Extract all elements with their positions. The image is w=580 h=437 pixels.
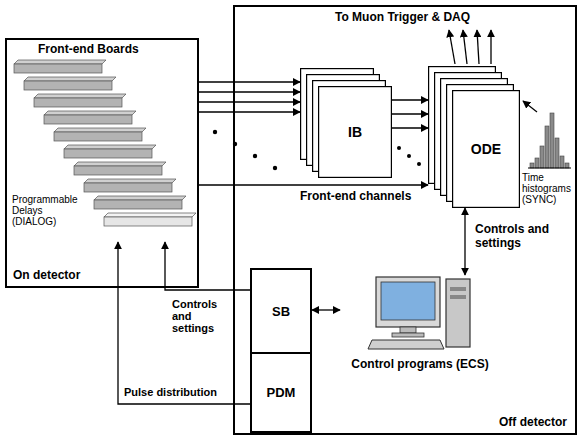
edge-label: Controls and settings (172, 298, 230, 334)
board-stack-node: Front-end BoardsProgrammable Delays (DIA… (10, 42, 198, 242)
edge-label: Front-end channels (300, 189, 411, 203)
box-label: PDM (252, 354, 310, 431)
edge-label: Pulse distribution (124, 386, 217, 398)
ib-stack: IB (300, 68, 392, 178)
connector (465, 208, 466, 275)
output-arrows (449, 30, 491, 64)
node-note: Programmable Delays (DIALOG) (12, 194, 84, 227)
process-box: PDM (250, 352, 312, 433)
box-label: ODE (452, 90, 520, 208)
connector (118, 242, 250, 404)
connector (392, 100, 428, 128)
time-histogram (528, 113, 571, 168)
region-title: On detector (13, 268, 80, 282)
process-box: SB (250, 268, 312, 354)
ode-stack: ODE (428, 66, 520, 208)
connector (312, 310, 340, 311)
histogram-label: Time histograms (SYNC) (522, 172, 574, 205)
edge-label: Controls and settings (475, 222, 570, 250)
computer-node: Control programs (ECS) (340, 275, 500, 380)
node-title: Control programs (ECS) (340, 357, 500, 371)
leader-arrow (523, 101, 537, 112)
output-label: To Muon Trigger & DAQ (335, 10, 470, 24)
node-title: Front-end Boards (38, 42, 139, 56)
board-stack (300, 68, 392, 178)
board-stack (428, 66, 520, 208)
region-title: Off detector (499, 415, 567, 429)
connector (165, 242, 250, 290)
region-box: On detector Front-end BoardsProgrammable … (5, 38, 199, 288)
connector (198, 82, 300, 112)
box-label: SB (252, 270, 310, 352)
computer-icon (340, 275, 500, 355)
box-label: IB (318, 86, 392, 178)
region-box: Off detector IB ODE SBPDM Control programs (… (233, 5, 577, 435)
